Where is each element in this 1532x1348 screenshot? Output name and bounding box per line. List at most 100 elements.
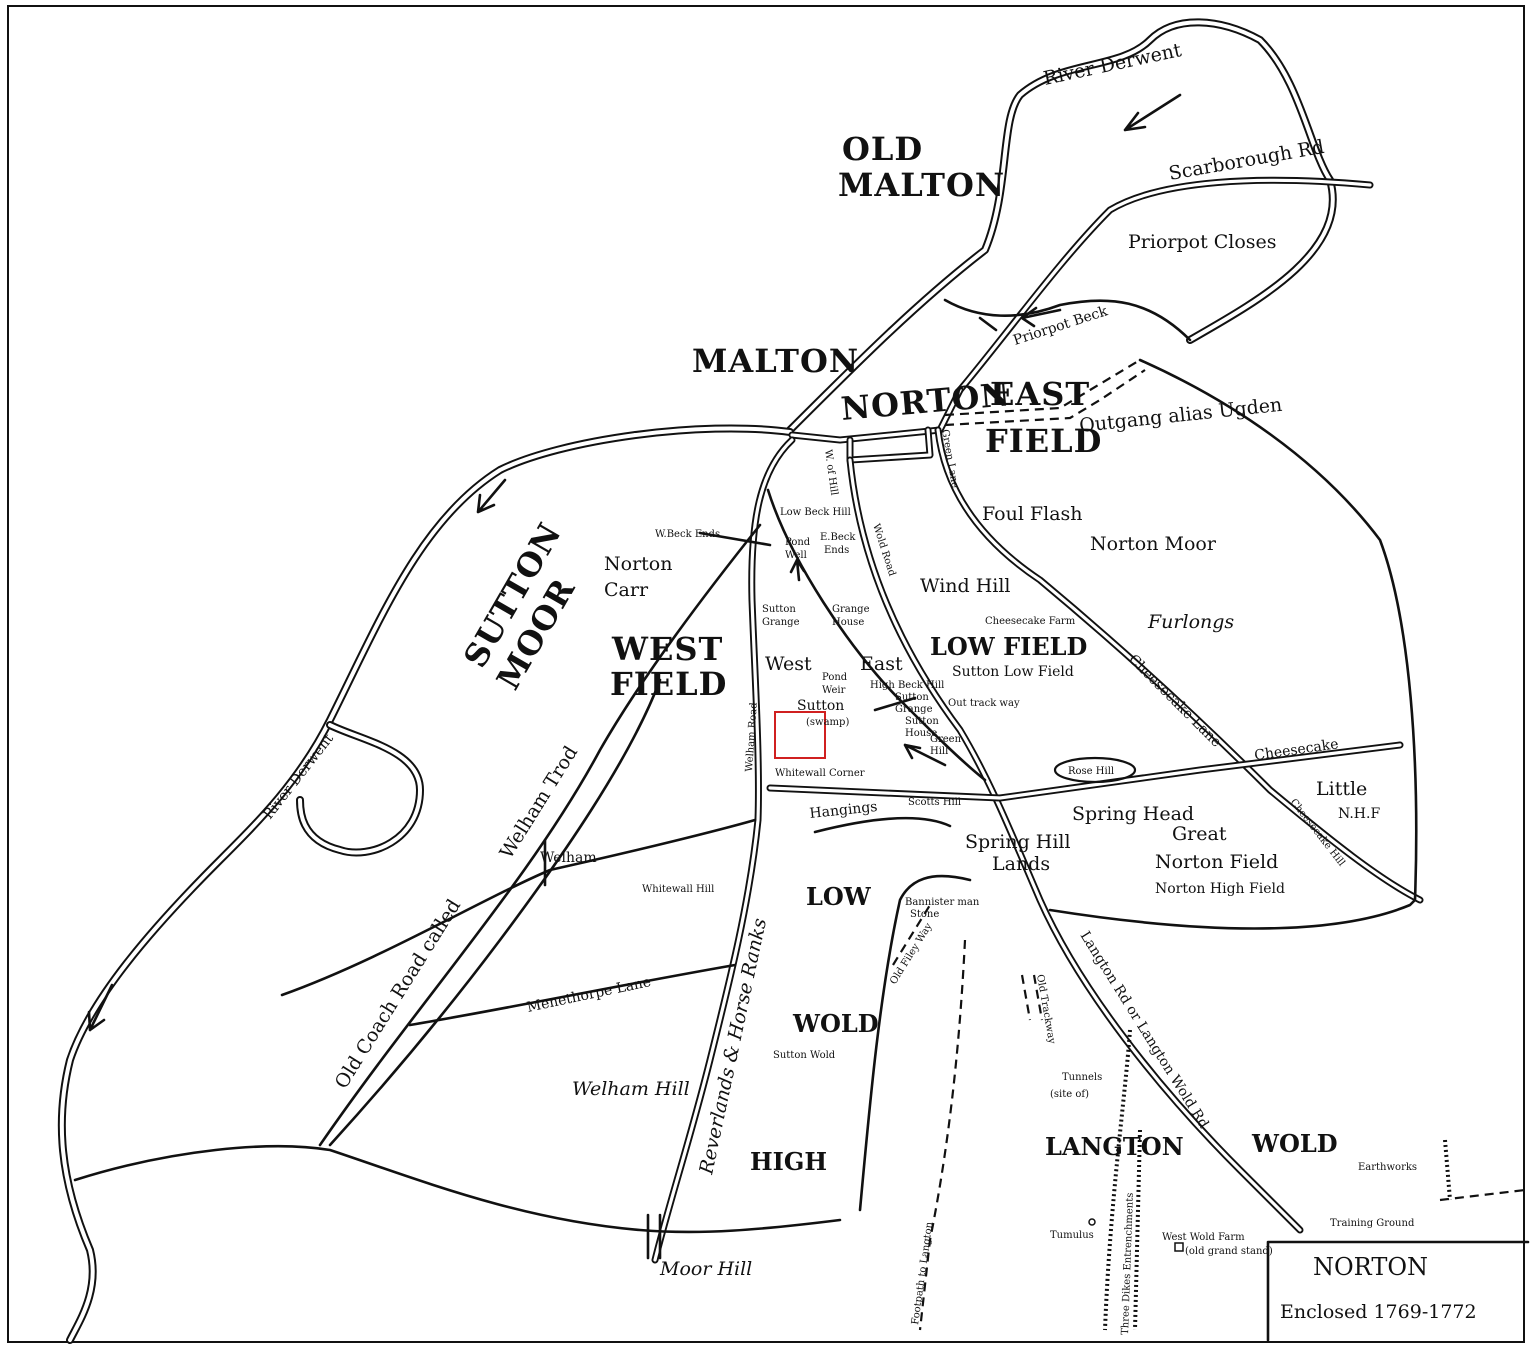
wold-label: WOLD <box>792 1009 879 1038</box>
sutton-house-label-2: House <box>905 728 937 739</box>
pond-weir-label-1: Pond <box>822 672 848 683</box>
wbeck-ends-label: W.Beck Ends <box>655 529 720 540</box>
out-track-way-label: Out track way <box>948 698 1020 709</box>
rose-hill-label: Rose Hill <box>1068 766 1114 777</box>
old-coach-road-line <box>328 678 662 1147</box>
priorpot-beck-line <box>943 298 1192 342</box>
menethorpe-lane-line <box>408 963 737 1027</box>
east-field-label-1: EAST <box>990 375 1090 413</box>
pond-well-label-2: Well <box>785 550 807 561</box>
priorpot-closes-label: Priorpot Closes <box>1128 231 1277 253</box>
grange-house-label-1: Grange <box>832 604 870 615</box>
malton-label: MALTON <box>692 342 859 380</box>
map-subtitle: Enclosed 1769-1772 <box>1280 1301 1477 1323</box>
spring-hill-lands-label-2: Lands <box>992 853 1050 875</box>
wold-road <box>846 456 1304 1234</box>
norton-carr-label-1: Norton <box>604 553 672 575</box>
scarborough-road <box>956 176 1374 394</box>
norton-label: NORTON <box>839 375 1012 428</box>
tumulus-marker <box>1088 1218 1096 1226</box>
pond-well-label-1: Pond <box>785 537 811 548</box>
footpath-langton <box>918 939 967 1331</box>
map-title: NORTON <box>1313 1253 1428 1281</box>
flow-arrow-w <box>476 478 507 514</box>
whitewall-corner-label: Whitewall Corner <box>775 768 865 779</box>
old-malton-label-2: MALTON <box>838 166 1005 204</box>
little-nhf-label-2: N.H.F <box>1338 806 1380 822</box>
spring-hill-lands-label-1: Spring Hill <box>965 831 1071 853</box>
whinny-hill-label: W. of Hill <box>822 449 839 496</box>
sutton-grange2-label-2: Grange <box>895 704 933 715</box>
high-beck-hill-label: High Beck Hill <box>870 680 944 691</box>
southern-boundary <box>73 1144 842 1234</box>
sutton-label: Sutton <box>797 698 844 714</box>
north-arrow <box>789 558 806 582</box>
little-nhf-label-1: Little <box>1316 778 1367 800</box>
earthworks-label: Earthworks <box>1358 1162 1417 1173</box>
moor-hill-gate <box>646 1213 662 1260</box>
three-dikes-label: Three Dikes Entrenchments <box>1120 1192 1136 1335</box>
low-beck-hill-label: Low Beck Hill <box>780 507 851 518</box>
langton-wold-label: WOLD <box>1251 1129 1338 1158</box>
welham-trod-line <box>318 523 762 1147</box>
flow-arrow-ne <box>1123 93 1182 132</box>
hangings-label: Hangings <box>809 799 878 822</box>
east-label: East <box>860 653 903 675</box>
west-field-label-1: WEST <box>611 630 723 668</box>
langton-label: LANGTON <box>1045 1132 1184 1161</box>
highlight-plot <box>774 711 826 759</box>
low-wold-boundary <box>858 874 972 1212</box>
inner-sutton-line <box>766 488 987 782</box>
old-coach-road-label: Old Coach Road called <box>331 895 466 1092</box>
old-trackway-label: Old Trackway <box>1034 974 1057 1045</box>
sutton-grange2-label-1: Sutton <box>895 692 929 703</box>
tunnels-label-1: Tunnels <box>1062 1072 1102 1083</box>
river-derwent-w <box>57 424 794 1344</box>
old-filey-way-label: Old Filey Way <box>888 921 935 987</box>
cheesecake-lane-label: Cheesecake Lane <box>1125 652 1224 751</box>
ebeck-ends-label-2: Ends <box>824 545 849 556</box>
east-field-label-2: FIELD <box>985 422 1102 460</box>
bannister-stone-label-2: Stone <box>910 909 939 920</box>
norton-street <box>788 386 964 464</box>
title-box-frame <box>1266 1240 1530 1342</box>
welham-road-label: Welham Road <box>744 701 760 772</box>
old-filey-way <box>892 904 931 966</box>
old-malton-label-1: OLD <box>842 130 923 168</box>
low-field-label: LOW FIELD <box>930 632 1087 661</box>
flow-arrow-sw <box>87 983 114 1032</box>
tunnels-label-2: (site of) <box>1050 1089 1089 1100</box>
green-hill-label-2: Hill <box>930 746 948 757</box>
moor-hill-label: Moor Hill <box>659 1258 752 1280</box>
footpath-langton-label: Footpath to Langton <box>910 1221 935 1326</box>
west-field-label-2: FIELD <box>610 665 727 703</box>
welham-label: Welham <box>540 850 597 866</box>
earthworks-dotted <box>1443 1139 1452 1201</box>
green-hill-label-1: Green <box>930 734 962 745</box>
bannister-stone-label-1: Bannister man <box>905 897 980 908</box>
west-wold-farm-label: West Wold Farm <box>1162 1232 1245 1243</box>
langton-rd-label: Langton Rd or Langton Wold Rd <box>1077 929 1212 1132</box>
sutton-grange-label-1: Sutton <box>762 604 796 615</box>
ebeck-ends-label-1: E.Beck <box>820 532 856 543</box>
east-field-boundary <box>1048 358 1418 930</box>
green-lane <box>934 426 1424 904</box>
grange-house-label-2: House <box>832 617 864 628</box>
sutton-arrow-1 <box>873 696 917 712</box>
map-frame <box>7 5 1525 1343</box>
outgang-dashed-2 <box>944 369 1146 427</box>
wbeck-arrow <box>698 531 772 547</box>
furlongs-label: Furlongs <box>1147 611 1234 633</box>
high-label: HIGH <box>750 1147 827 1176</box>
three-dikes-dotted-2 <box>1133 1129 1142 1331</box>
great-norton-field-label-2: Norton Field <box>1155 851 1278 873</box>
training-ground-dashed <box>1439 1188 1526 1202</box>
sutton-arrow-2 <box>903 743 947 767</box>
sutton-low-field-label: Sutton Low Field <box>952 664 1074 680</box>
cheesecake-farm-label: Cheesecake Farm <box>985 616 1076 627</box>
great-norton-field-label-1: Great <box>1172 823 1227 845</box>
flow-arrow-beck2 <box>978 316 998 332</box>
tumulus-label: Tumulus <box>1050 1230 1094 1241</box>
wind-hill-label: Wind Hill <box>920 575 1011 597</box>
